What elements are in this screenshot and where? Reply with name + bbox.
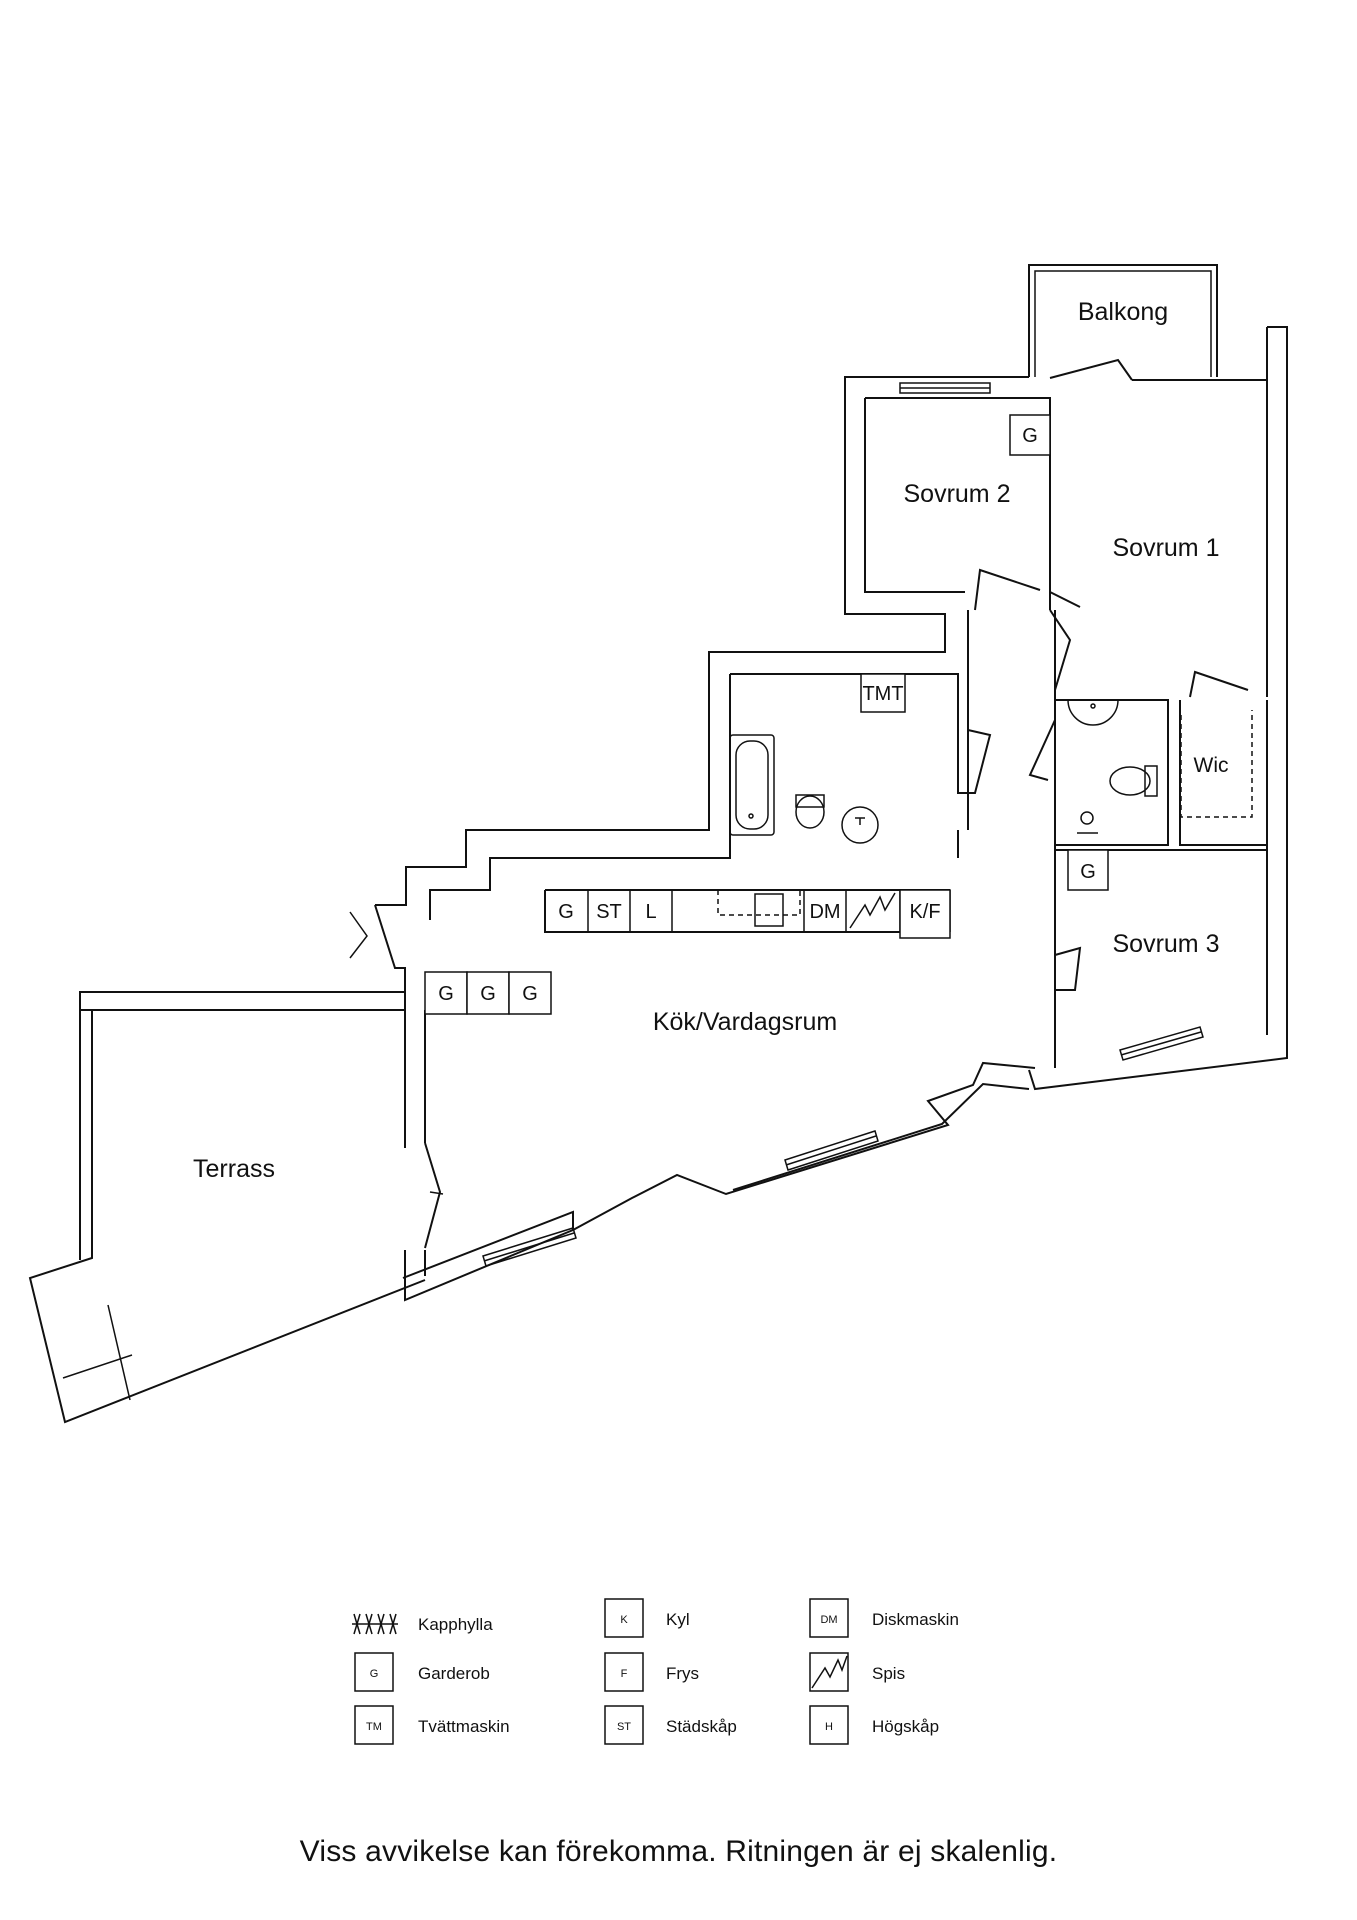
legend-kapphylla: Kapphylla [418, 1615, 493, 1634]
legend-hogskap: Högskåp [872, 1717, 939, 1736]
fixture-tmt: TMT [862, 683, 903, 705]
legend: Kapphylla G Garderob TM Tvättmaskin K Ky… [352, 1598, 959, 1745]
sink-icon [841, 806, 879, 844]
diskmaskin-box [809, 1598, 849, 1638]
legend-code-g: G [370, 1668, 379, 1680]
legend-code-h: H [825, 1721, 833, 1733]
legend-code-tm: TM [366, 1721, 382, 1733]
interior-walls [349, 358, 1268, 1249]
toilet-icon-2 [1144, 765, 1158, 797]
stadskap-box [604, 1705, 644, 1745]
bathtub-icon [729, 734, 775, 836]
fixture-g-bedroom3: G [1080, 861, 1096, 883]
legend-diskmaskin: Diskmaskin [872, 1610, 959, 1629]
room-sovrum-2: Sovrum 2 [904, 480, 1011, 508]
sink-icon-2 [1080, 811, 1094, 825]
fixture-g-kitchen: G [558, 901, 574, 923]
legend-code-st: ST [617, 1721, 631, 1733]
legend-code-k: K [620, 1614, 628, 1626]
wic-shelf [1180, 710, 1253, 818]
legend-garderob: Garderob [418, 1664, 490, 1683]
room-sovrum-1: Sovrum 1 [1113, 534, 1220, 562]
room-labels: Balkong Sovrum 2 Sovrum 1 Wic Sovrum 3 K… [193, 298, 1228, 1183]
shower-icon [1067, 699, 1119, 726]
balcony [1028, 264, 1218, 377]
room-kok-vardagsrum: Kök/Vardagsrum [653, 1008, 837, 1036]
room-wic: Wic [1194, 754, 1229, 777]
room-sovrum-3: Sovrum 3 [1113, 930, 1220, 958]
tvattmaskin-box [354, 1705, 394, 1745]
bathroom [729, 699, 1158, 844]
frys-box [604, 1652, 644, 1692]
legend-frys: Frys [666, 1664, 699, 1683]
legend-tvattmaskin: Tvättmaskin [418, 1717, 510, 1736]
fixture-g-hall-1: G [438, 983, 454, 1005]
fixture-g-bedroom2: G [1022, 425, 1038, 447]
fixture-g-hall-3: G [522, 983, 538, 1005]
fixture-boxes: G G TMT G ST L DM K/F G G G [424, 414, 1109, 1015]
kapphylla-icon [352, 1613, 398, 1635]
legend-spis: Spis [872, 1664, 905, 1683]
fixture-g-hall-2: G [480, 983, 496, 1005]
windows [482, 382, 1204, 1267]
hogskap-box [809, 1705, 849, 1745]
spis-icon [809, 1652, 849, 1692]
disclaimer-note: Viss avvikelse kan förekomma. Ritningen … [299, 1835, 1058, 1868]
fixture-kf-kitchen: K/F [909, 901, 940, 923]
stove-icon [849, 892, 896, 929]
fixture-dm-kitchen: DM [809, 901, 840, 923]
room-balkong: Balkong [1078, 298, 1168, 326]
kyl-box [604, 1598, 644, 1638]
legend-code-dm: DM [820, 1614, 837, 1626]
garderob-box [354, 1652, 394, 1692]
legend-code-f: F [621, 1668, 628, 1680]
fixture-l-kitchen: L [645, 901, 656, 923]
legend-stadskap: Städskåp [666, 1717, 737, 1736]
kitchen-counter [544, 889, 951, 933]
toilet-icon [795, 794, 825, 808]
legend-kyl: Kyl [666, 1610, 690, 1629]
fixture-st-kitchen: ST [596, 901, 622, 923]
room-terrass: Terrass [193, 1155, 275, 1183]
